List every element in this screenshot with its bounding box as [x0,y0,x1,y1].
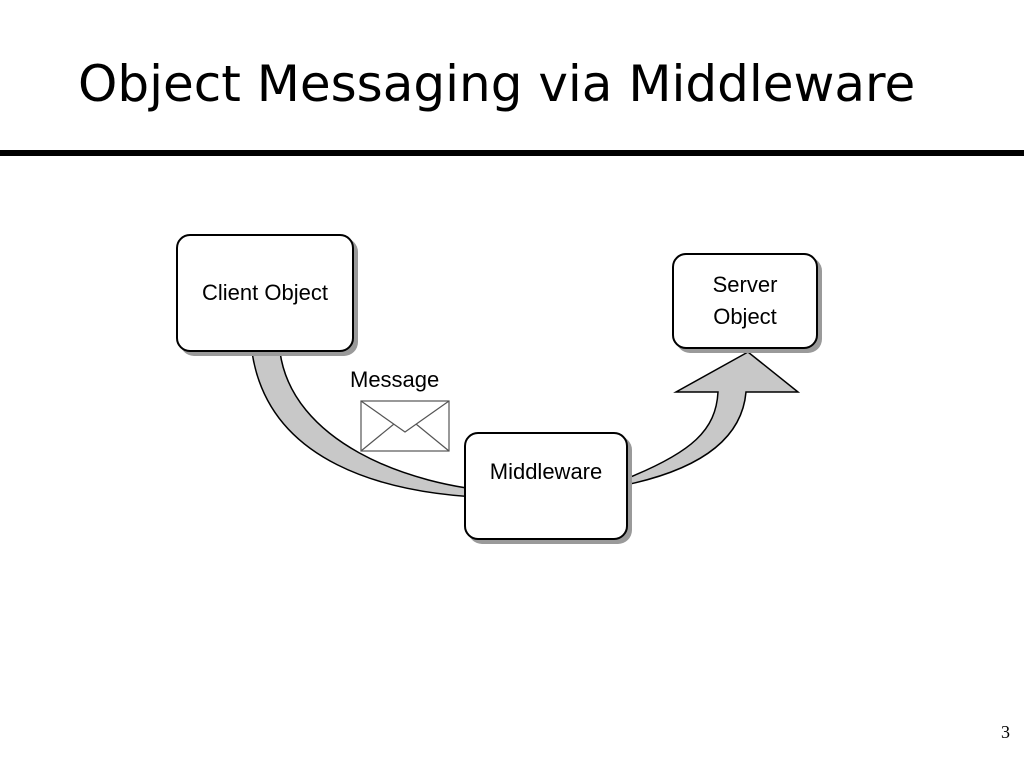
server-object-label-line2: Object [713,304,777,329]
middleware-label: Middleware [489,459,603,484]
server-object-node: Server Object [672,253,818,349]
middleware-to-server-arrow [627,351,801,485]
envelope-icon [360,400,450,452]
slide-title: Object Messaging via Middleware [78,55,916,113]
client-object-label: Client Object [202,280,328,305]
page-number: 3 [1001,722,1010,742]
title-rule [0,150,1024,156]
client-object-node: Client Object [176,234,354,352]
message-label: Message [350,367,440,392]
server-object-label-line1: Server [712,272,778,297]
middleware-node: Middleware [464,432,628,540]
server-object-label: Server Object [695,269,795,333]
